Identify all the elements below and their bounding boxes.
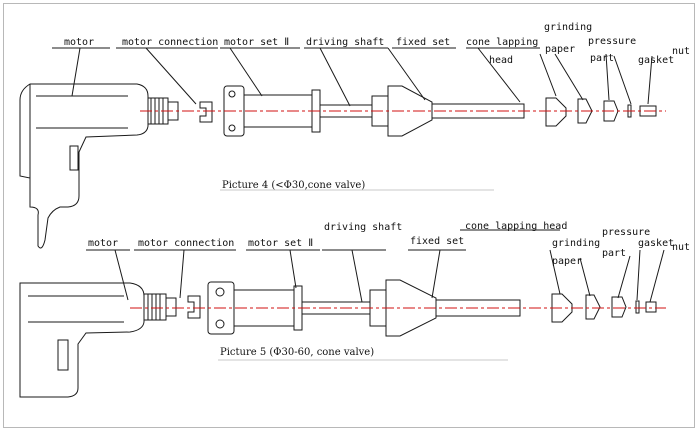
label-cone-lapping-1: cone lapping [466,37,539,48]
drill-body-1 [19,83,149,249]
grinding-paper-1 [577,98,593,124]
label-paper-2: paper [552,256,583,267]
label-pressure-2: pressure [602,227,651,238]
label-paper-1: paper [545,44,576,55]
label-grinding-2: grinding [552,238,601,249]
drill-lines-1 [36,95,128,129]
label-motor-1: motor [64,37,95,48]
bolt-1a [228,90,236,98]
label-grinding-1: grinding [544,22,593,33]
label-head-1: head [489,55,514,66]
label-motor-set-1: motor set Ⅱ [224,37,290,48]
caption-picture-4: Picture 4 (<Φ30,cone valve) [222,180,366,191]
drill-lines-2 [28,295,124,323]
diagram-2 [19,229,666,398]
fixed-set-cone-1 [387,85,433,137]
bolt-2a [215,287,225,297]
pressure-part-2 [611,296,627,318]
label-fixed-set-2: fixed set [410,236,465,247]
label-motor-connection-2: motor connection [138,238,235,249]
label-driving-shaft-1: driving shaft [306,37,385,48]
label-pressure-1: pressure [588,36,637,47]
drill-body-2 [19,282,145,398]
caption-picture-5: Picture 5 (Φ30-60, cone valve) [220,347,375,358]
chuck-grip-2 [147,294,161,320]
label-motor-2: motor [88,238,119,249]
leaders-2 [114,249,665,303]
cone-lapping-head-2 [551,293,573,323]
nut-2 [645,301,657,313]
gasket-2 [635,300,640,314]
motor-connection-part-1 [199,101,213,123]
diagram-1 [19,47,666,249]
label-gasket-2: gasket [638,238,675,249]
label-part-2: part [602,248,627,259]
label-driving-shaft-2: driving shaft [324,222,403,233]
motor-connection-part-2 [187,295,201,319]
label-nut-2: nut [672,242,691,253]
pressure-part-1 [603,100,619,122]
label-fixed-set-1: fixed set [396,37,451,48]
label-gasket-1: gasket [638,55,675,66]
bolt-2b [215,319,225,329]
fixed-set-cone-2 [385,279,437,337]
drill-switch-1 [69,145,79,171]
label-part-1: part [590,53,615,64]
label-motor-set-2: motor set Ⅱ [248,238,314,249]
label-cone-lapping-head-2: cone lapping head [465,221,568,232]
drill-chuck-tip-2 [165,297,177,317]
bolt-1b [228,124,236,132]
drill-switch-2 [57,339,69,371]
diagram-frame [3,3,695,428]
drill-chuck-2 [143,293,167,321]
label-nut-1: nut [672,46,691,57]
grinding-paper-2 [585,294,601,320]
underlines-2 [86,229,560,251]
label-motor-connection-1: motor connection [122,37,219,48]
leaders-1 [71,47,653,107]
cone-lapping-head-1 [545,97,567,127]
